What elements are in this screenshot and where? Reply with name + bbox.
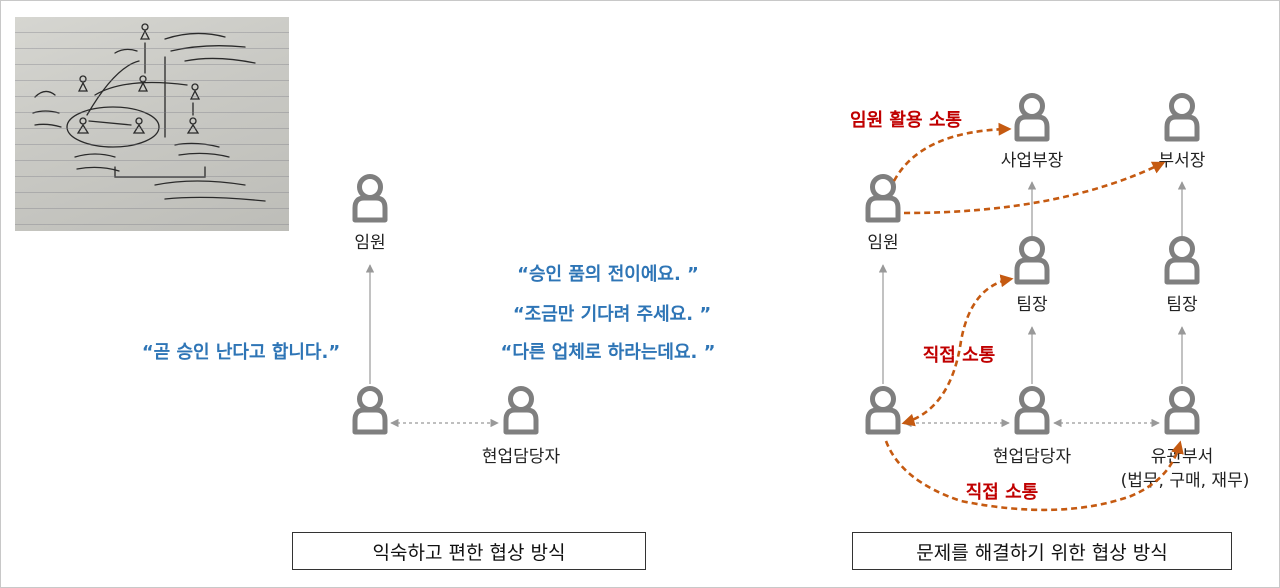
team-lead-2-person-icon (1167, 239, 1197, 283)
negotiator-to-teamlead-arrow (901, 274, 1014, 427)
r-executive-person-icon (868, 177, 898, 221)
right-caption-text: 문제를 해결하기 위한 협상 방식 (916, 541, 1168, 564)
notebook-lines (15, 17, 289, 231)
r-sales-rep-label: 현업담당자 (993, 447, 1072, 467)
dept-head-person-icon (1167, 96, 1197, 140)
business-head-person-icon (1017, 96, 1047, 140)
related-dept-label: 유관부서 (1151, 447, 1214, 467)
quote-right-1: “승인 품의 전이에요. ” (517, 264, 699, 285)
r-negotiator-person-icon (868, 389, 898, 433)
r-sales-rep-person-icon (1017, 389, 1047, 433)
team-lead-1-person-icon (1017, 239, 1047, 283)
negotiator-to-related-arrow (884, 440, 1184, 512)
sales-rep-label: 현업담당자 (482, 447, 561, 467)
handwritten-sketch-photo (15, 17, 289, 231)
exec-to-dept-head-arrow (903, 161, 1166, 215)
exec-comm-label: 임원 활용 소통 (850, 110, 962, 131)
quote-left: “곧 승인 난다고 합니다.” (142, 341, 340, 363)
negotiator-person-icon (355, 389, 385, 433)
related-dept-person-icon (1167, 389, 1197, 433)
direct-comm-lower-label: 직접 소통 (966, 482, 1039, 503)
sketch-drawing (32, 23, 266, 202)
executive-person-icon (355, 177, 385, 221)
team-lead-2-label: 팀장 (1166, 295, 1198, 315)
right-caption-box: 문제를 해결하기 위한 협상 방식 (852, 532, 1232, 570)
related-dept-sublabel: (법무, 구매, 재무) (1121, 471, 1250, 491)
business-head-label: 사업부장 (1001, 151, 1064, 171)
dept-head-label: 부서장 (1159, 151, 1206, 171)
quote-right-2: “조금만 기다려 주세요. ” (513, 304, 711, 325)
left-caption-box: 익숙하고 편한 협상 방식 (292, 532, 646, 570)
direct-comm-upper-label: 직접 소통 (923, 345, 996, 366)
quote-right-3: “다른 업체로 하라는데요. ” (501, 342, 716, 363)
left-caption-text: 익숙하고 편한 협상 방식 (372, 541, 566, 564)
executive-label: 임원 (354, 233, 385, 253)
exec-to-business-head-arrow (892, 122, 1012, 182)
r-executive-label: 임원 (867, 233, 898, 253)
sales-rep-person-icon (506, 389, 536, 433)
team-lead-1-label: 팀장 (1016, 295, 1048, 315)
